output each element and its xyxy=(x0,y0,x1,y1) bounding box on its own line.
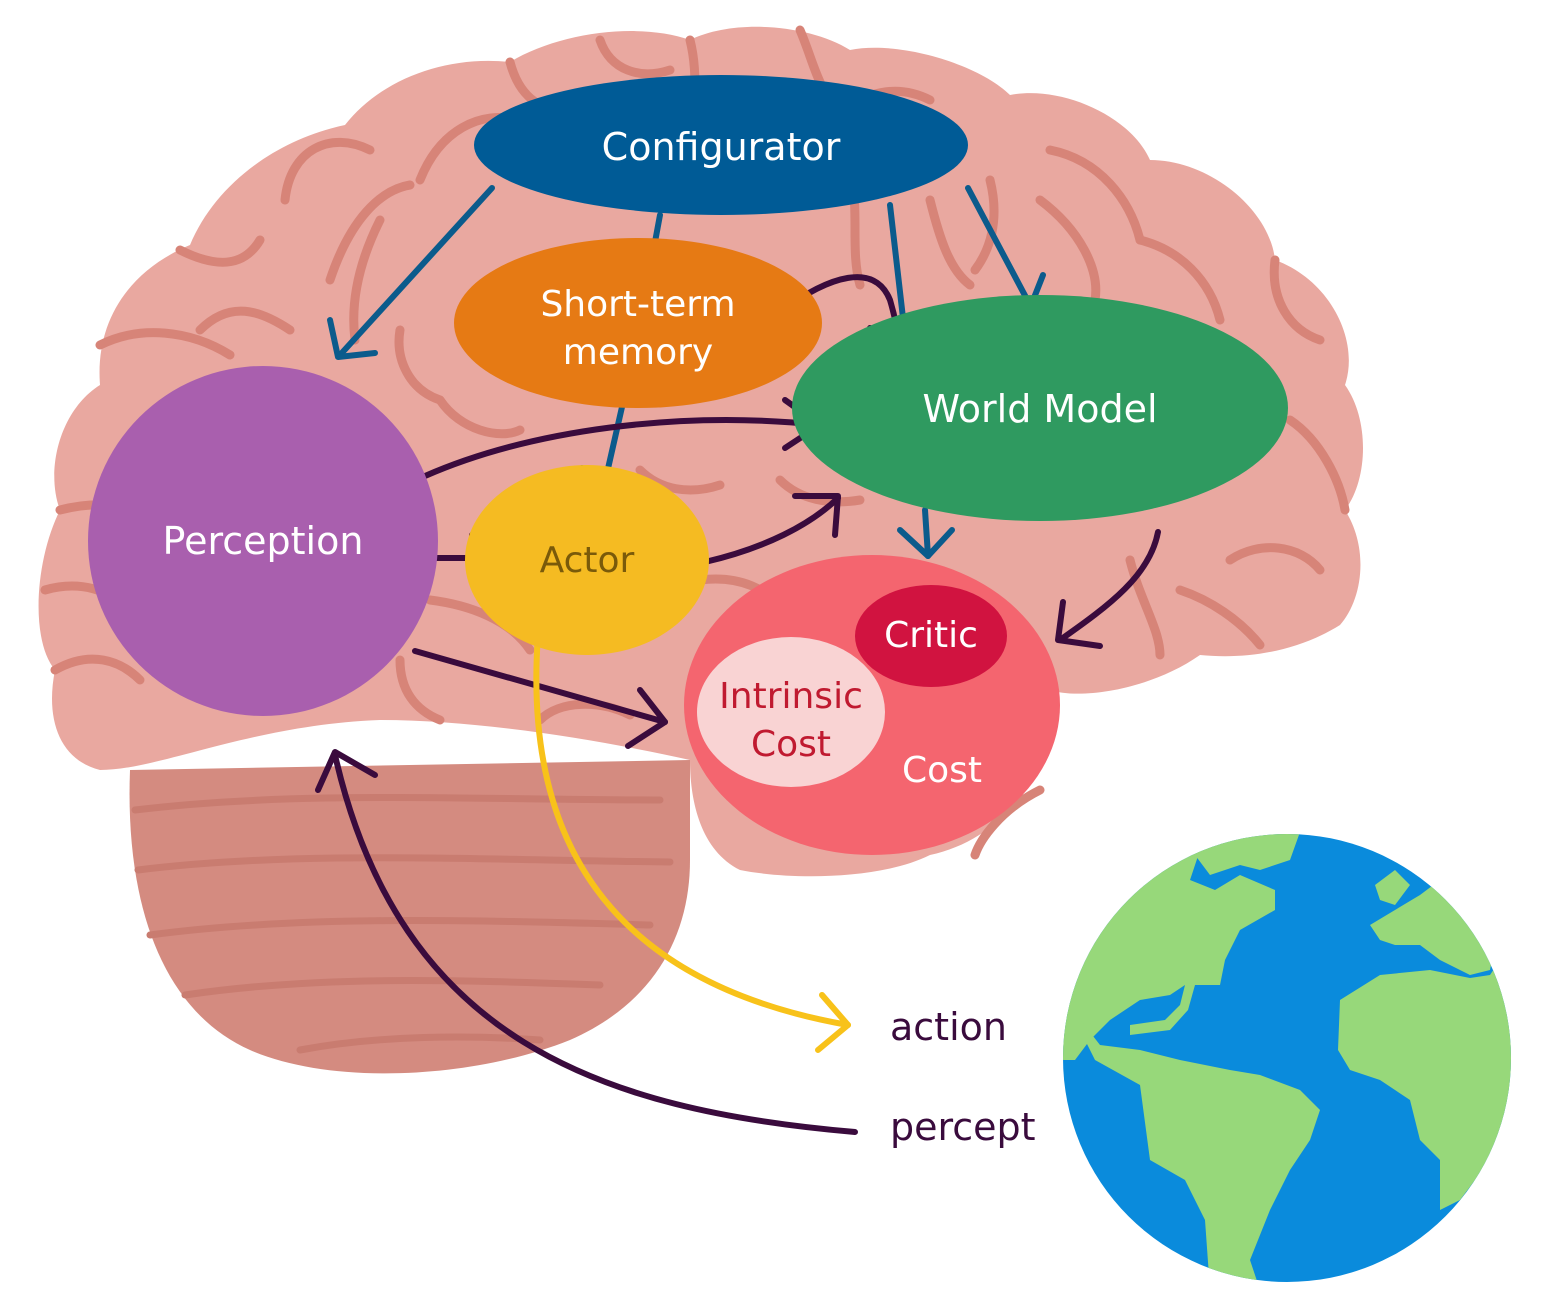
intrinsic-cost-label-line1: Intrinsic xyxy=(719,676,863,717)
land-africa xyxy=(1338,960,1511,1210)
action-label: action xyxy=(890,1005,1007,1049)
arrow-world-model-to-cost-right xyxy=(1055,529,1161,649)
node-cost: Cost Critic Intrinsic Cost xyxy=(684,555,1060,855)
intrinsic-cost-label-line2: Cost xyxy=(751,724,831,765)
cost-label: Cost xyxy=(902,750,982,791)
arrow-actor-to-action xyxy=(533,632,851,1053)
configurator-label: Configurator xyxy=(602,125,841,169)
short-term-memory-label-line2: memory xyxy=(563,332,713,373)
node-short-term-memory: Short-term memory xyxy=(454,238,822,408)
node-world-model: World Model xyxy=(792,295,1288,521)
arrow-actor-to-world-model xyxy=(702,493,841,565)
world-model-label: World Model xyxy=(922,387,1157,431)
cerebrum-folds xyxy=(40,25,1350,860)
arrow-percept-to-perception xyxy=(315,749,858,1135)
arrow-configurator-to-memory xyxy=(652,212,663,245)
cerebellum xyxy=(129,760,690,1074)
percept-label: percept xyxy=(890,1105,1036,1149)
cerebellum-folds xyxy=(131,794,674,1054)
short-term-memory-label-line1: Short-term xyxy=(540,284,735,325)
node-actor: Actor xyxy=(465,465,709,655)
node-perception: Perception xyxy=(88,366,438,716)
arrow-world-model-to-cost xyxy=(897,507,955,559)
actor-label: Actor xyxy=(540,540,635,581)
land-south-america xyxy=(1065,1000,1320,1282)
perception-label: Perception xyxy=(163,519,364,563)
node-critic: Critic xyxy=(855,585,1007,687)
arrow-configurator-to-world-model-a xyxy=(887,202,906,321)
node-intrinsic-cost: Intrinsic Cost xyxy=(697,637,885,787)
node-configurator: Configurator xyxy=(474,75,968,215)
arrow-configurator-to-perception xyxy=(327,185,495,360)
earth-globe-icon xyxy=(1063,834,1511,1282)
critic-label: Critic xyxy=(884,615,978,656)
arrow-perception-to-cost xyxy=(412,648,668,749)
land-europe xyxy=(1375,870,1410,905)
